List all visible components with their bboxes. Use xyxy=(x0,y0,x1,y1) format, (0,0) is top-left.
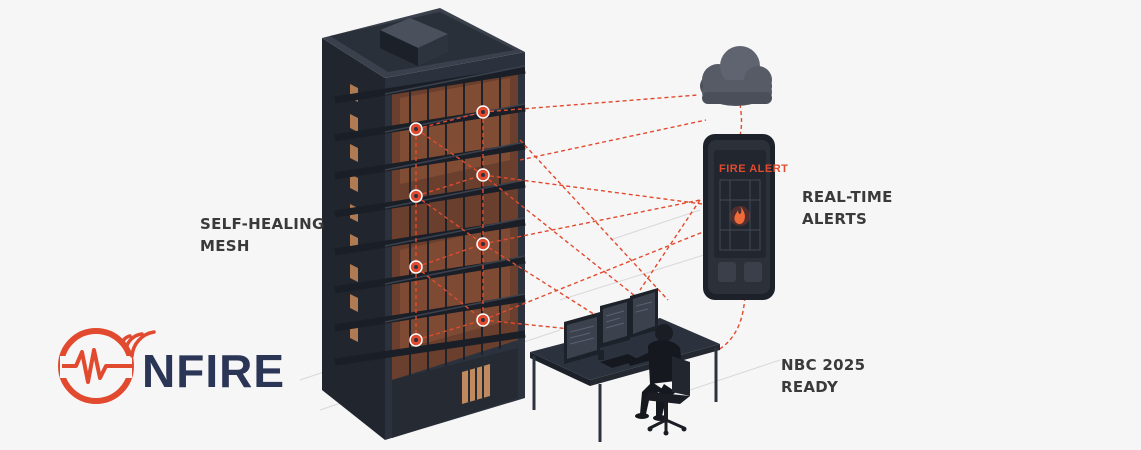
signal-waves-icon xyxy=(120,330,156,358)
mesh-label-line-1: SELF-HEALING xyxy=(200,215,325,233)
workstation xyxy=(530,288,720,442)
nbc-ready-label: NBC 2025 READY xyxy=(781,354,865,398)
phone-screen-title: FIRE ALERT xyxy=(719,163,789,175)
office-chair xyxy=(644,356,690,436)
alerts-label-line-2: ALERTS xyxy=(802,210,868,228)
phone xyxy=(703,134,775,300)
nbc-label-line-1: NBC 2025 xyxy=(781,356,866,374)
mesh-signal-lines xyxy=(415,94,746,351)
mesh-label-line-2: MESH xyxy=(200,237,250,255)
building xyxy=(322,8,526,440)
fire-icon xyxy=(730,206,750,226)
brand-wordmark: NFIRE xyxy=(142,345,285,397)
cloud-icon xyxy=(700,46,772,106)
nbc-label-line-2: READY xyxy=(781,378,839,396)
self-healing-mesh-label: SELF-HEALING MESH xyxy=(200,213,325,257)
brand-logo xyxy=(58,328,156,404)
alerts-label-line-1: REAL-TIME xyxy=(802,188,893,206)
real-time-alerts-label: REAL-TIME ALERTS xyxy=(802,186,893,230)
sensor-nodes xyxy=(409,105,490,347)
